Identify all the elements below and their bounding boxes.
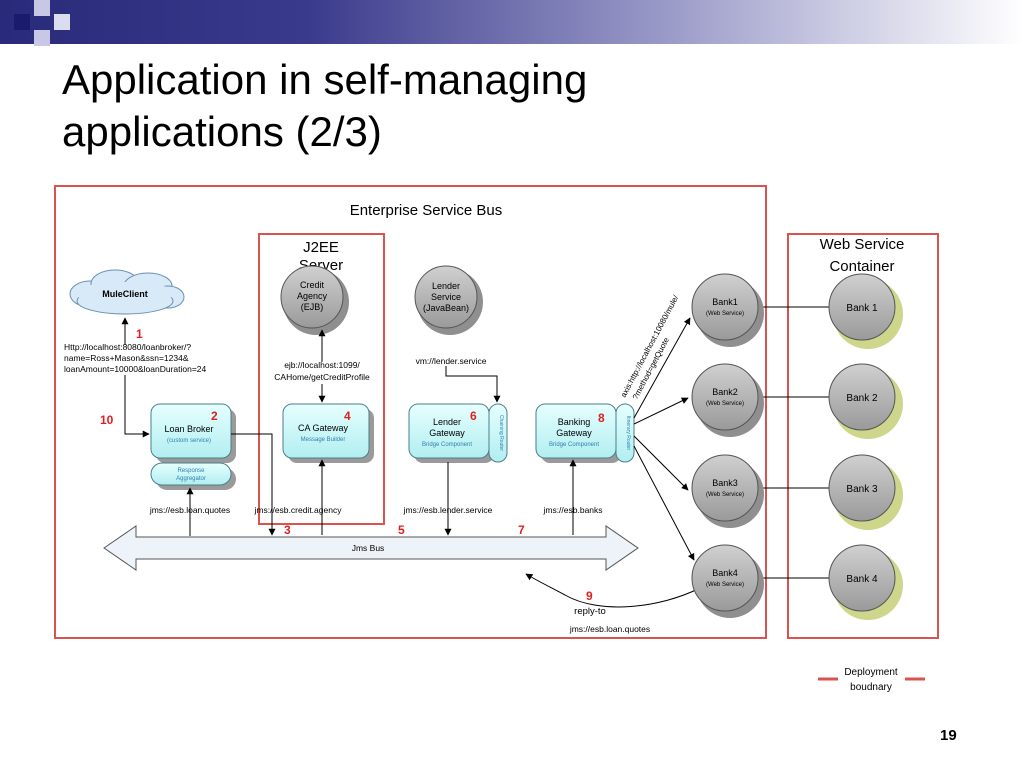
ejb-uri-1: ejb://localhost:1099/ [284,360,360,370]
esb-bank1-node [691,273,759,341]
banking-gateway-title-2: Gateway [556,428,592,438]
itinerary-router-label: Itinerary Router [625,416,631,451]
ca-gateway-box [282,403,370,459]
lender-service-label-1: Lender [432,281,460,291]
esb-bank3-node [691,454,759,522]
esb-boundary [54,185,767,639]
loan-broker-sub: (custom service) [167,438,211,444]
axis-uri-1: axis:http://localhost:10080/mule/ [619,293,681,399]
response-aggregator-box [150,462,232,486]
credit-agency-label-1: Credit [300,280,325,290]
step-5: 5 [398,523,405,537]
page-number: 19 [940,727,957,744]
wsc-title-1: Web Service [820,236,905,253]
banking-gateway-title-1: Banking [558,417,591,427]
http-request-3: loanAmount=10000&loanDuration=24 [64,364,207,374]
esb-bank2-label: Bank2 [712,387,738,397]
jms-bus-label: Jms Bus [352,543,385,553]
itinerary-router-box [615,403,635,463]
lender-gateway-title-1: Lender [433,417,461,427]
response-aggregator-2: Aggregator [176,476,206,482]
response-aggregator-1: Response [177,468,205,474]
jms-credit-agency-label: jms://esb.credit.agency [254,505,343,515]
deco-square [14,14,30,30]
credit-agency-node [280,265,344,329]
lender-gateway-sub: Bridge Component [422,442,472,448]
ws-bank4-label: Bank 4 [846,574,878,585]
esb-title: Enterprise Service Bus [350,202,503,219]
lender-service-node [414,265,478,329]
step-3: 3 [284,523,291,537]
step-4: 4 [344,409,351,423]
banking-gateway-sub: Bridge Component [549,442,599,448]
ws-bank1-label: Bank 1 [846,303,878,314]
mule-client-label: MuleClient [102,289,148,299]
credit-agency-label-3: (EJB) [301,302,324,312]
chaining-router-box [488,403,508,463]
ws-bank1-node [828,273,896,341]
ws-bank3-node [828,454,896,522]
loan-broker-box [150,403,232,459]
step-6: 6 [470,409,477,423]
ejb-uri-2: CAHome/getCreditProfile [274,372,370,382]
esb-bank2-sub: (Web Service) [706,401,744,407]
slide-title: Application in self-managing application… [62,54,587,158]
esb-bank3-sub: (Web Service) [706,492,744,498]
vm-uri: vm://lender.service [416,356,487,366]
deco-square [34,0,50,16]
jms-bus [103,525,639,571]
esb-bank1-sub: (Web Service) [706,311,744,317]
ws-bank2-node [828,363,896,431]
step-9: 9 [586,589,593,603]
legend-label-2: boudnary [850,682,892,693]
loan-broker-title: Loan Broker [164,424,213,434]
deco-square [34,30,50,46]
step-1: 1 [136,327,143,341]
wsc-title-2: Container [829,258,894,275]
esb-bank4-label: Bank4 [712,568,738,578]
http-request-2: name=Ross+Mason&ssn=1234& [64,353,189,363]
title-line-1: Application in self-managing [62,56,588,103]
esb-bank4-node [691,544,759,612]
esb-bank3-label: Bank3 [712,478,738,488]
credit-agency-label-2: Agency [297,291,328,301]
esb-bank1-label: Bank1 [712,297,738,307]
deco-square [54,14,70,30]
j2ee-title-1: J2EE [303,239,339,256]
ws-bank4-node [828,544,896,612]
connectors [121,306,832,608]
http-request-1: Http://localhost:8080/loanbroker/? [64,342,191,352]
ws-bank2-label: Bank 2 [846,393,878,404]
step-2: 2 [211,409,218,423]
step-7: 7 [518,523,525,537]
header-bar [0,0,1024,44]
step-8: 8 [598,411,605,425]
esb-bank2-node [691,363,759,431]
step-10: 10 [100,413,114,427]
step-numbers: 1 2 3 4 5 6 7 8 9 10 [100,327,605,603]
web-service-container-boundary [787,233,939,639]
reply-queue-label: jms://esb.loan.quotes [569,624,650,634]
mule-client-cloud: MuleClient [69,269,185,315]
legend-label-1: Deployment [844,667,898,678]
lender-service-label-3: (JavaBean) [423,303,469,313]
reply-to-label: reply-to [574,606,606,617]
ca-gateway-title: CA Gateway [298,423,349,433]
ca-gateway-sub: Message Builder [301,437,346,443]
esb-bank4-sub: (Web Service) [706,582,744,588]
chaining-router-label: Chaining Router [498,415,504,451]
lender-service-label-2: Service [431,292,461,302]
ws-bank3-label: Bank 3 [846,484,878,495]
lender-gateway-title-2: Gateway [429,428,465,438]
title-line-2: applications (2/3) [62,108,382,155]
